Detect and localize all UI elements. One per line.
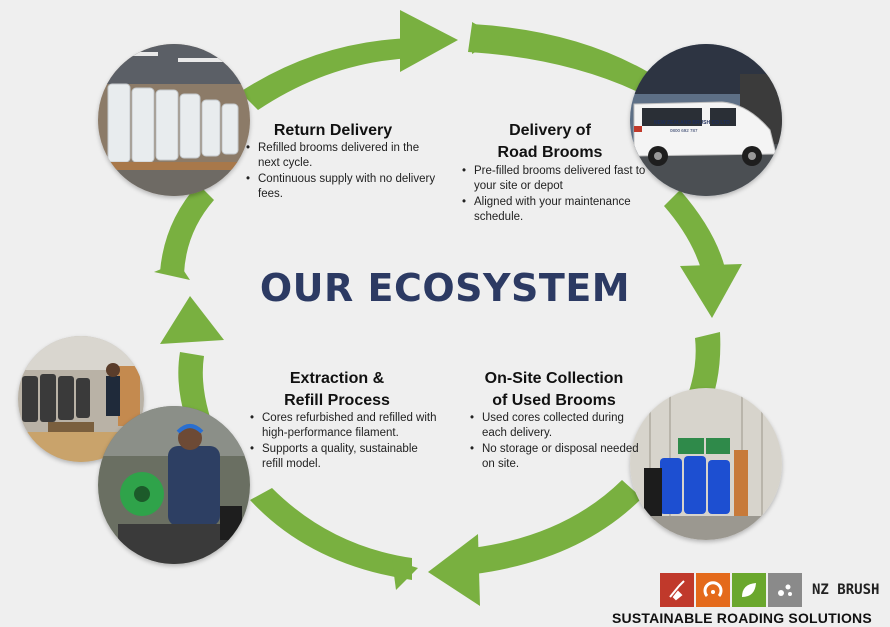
brand-logo: NZ BRUSH <box>660 572 879 608</box>
arrow-right <box>664 190 725 272</box>
bullet-item: Cores refurbished and refilled with high… <box>250 411 438 441</box>
extraction-title-line-1: Extraction & <box>289 370 385 387</box>
onsite-title-line-2: of Used Brooms <box>492 392 616 409</box>
bullet-item: Pre-filled brooms delivered fast to your… <box>462 164 652 194</box>
bullet-item: No storage or disposal needed on site. <box>470 442 646 472</box>
broom-icon <box>660 573 694 607</box>
refill-illustration <box>98 406 250 564</box>
return-delivery-title: Return Delivery <box>258 120 408 142</box>
warehouse-illustration <box>98 44 250 196</box>
bullet-item: Used cores collected during each deliver… <box>470 411 646 441</box>
onsite-title-line-1: On-Site Collection <box>484 370 624 387</box>
van-phone: 0800 692 787 <box>670 128 698 133</box>
delivery-road-brooms-title: Delivery of Road Brooms <box>470 120 630 164</box>
arrow-top-left <box>240 38 415 110</box>
container-illustration <box>630 388 782 540</box>
return-delivery-title-line: Return Delivery <box>273 122 393 139</box>
onsite-collection-bullets: Used cores collected during each deliver… <box>470 411 646 473</box>
arrowhead-left <box>160 296 224 344</box>
refill-worker-photo <box>98 406 250 564</box>
extraction-refill-bullets: Cores refurbished and refilled with high… <box>250 411 438 473</box>
cycle-arrow-group <box>154 10 742 606</box>
arrowhead-right <box>680 264 742 318</box>
warehouse-brooms-photo <box>98 44 250 196</box>
arrowhead-left-upper-tail <box>154 262 190 280</box>
brand-name: NZ BRUSH <box>812 582 880 598</box>
center-title: OUR ECOSYSTEM <box>259 266 631 310</box>
delivery-van-photo: NEW ZEALAND BRUSH CO LTD 0800 692 787 <box>630 44 782 196</box>
van-illustration: NEW ZEALAND BRUSH CO LTD 0800 692 787 <box>630 44 782 196</box>
extraction-refill-title: Extraction & Refill Process <box>258 368 416 412</box>
bullet-item: Supports a quality, sustainable refill m… <box>250 442 438 472</box>
arrow-left-upper <box>160 184 214 274</box>
sweeper-icon <box>696 573 730 607</box>
dots-icon <box>768 573 802 607</box>
bullet-item: Continuous supply with no delivery fees. <box>246 172 436 202</box>
arrowhead-top <box>400 10 458 72</box>
arrow-bottom-left <box>250 488 412 580</box>
return-delivery-bullets: Refilled brooms delivered in the next cy… <box>246 141 436 203</box>
arrowhead-bottom-left-tail <box>392 560 418 590</box>
delivery-title-line-2: Road Brooms <box>497 144 603 161</box>
leaf-icon <box>732 573 766 607</box>
bullet-item: Aligned with your maintenance schedule. <box>462 195 652 225</box>
arrow-bottom-right <box>472 480 642 574</box>
delivery-title-line-1: Delivery of <box>509 122 591 139</box>
bullet-item: Refilled brooms delivered in the next cy… <box>246 141 436 171</box>
van-company-name: NEW ZEALAND BRUSH CO LTD <box>654 120 730 126</box>
extraction-title-line-2: Refill Process <box>284 392 390 409</box>
container-storage-photo <box>630 388 782 540</box>
delivery-road-brooms-bullets: Pre-filled brooms delivered fast to your… <box>462 164 652 226</box>
arrow-right-lower <box>688 332 721 400</box>
arrow-top-right <box>468 24 648 92</box>
onsite-collection-title: On-Site Collection of Used Brooms <box>466 368 642 412</box>
arrowhead-bottom <box>428 534 480 606</box>
brand-tagline: SUSTAINABLE ROADING SOLUTIONS <box>612 610 872 626</box>
arrowhead-top-right-tail <box>472 22 500 54</box>
